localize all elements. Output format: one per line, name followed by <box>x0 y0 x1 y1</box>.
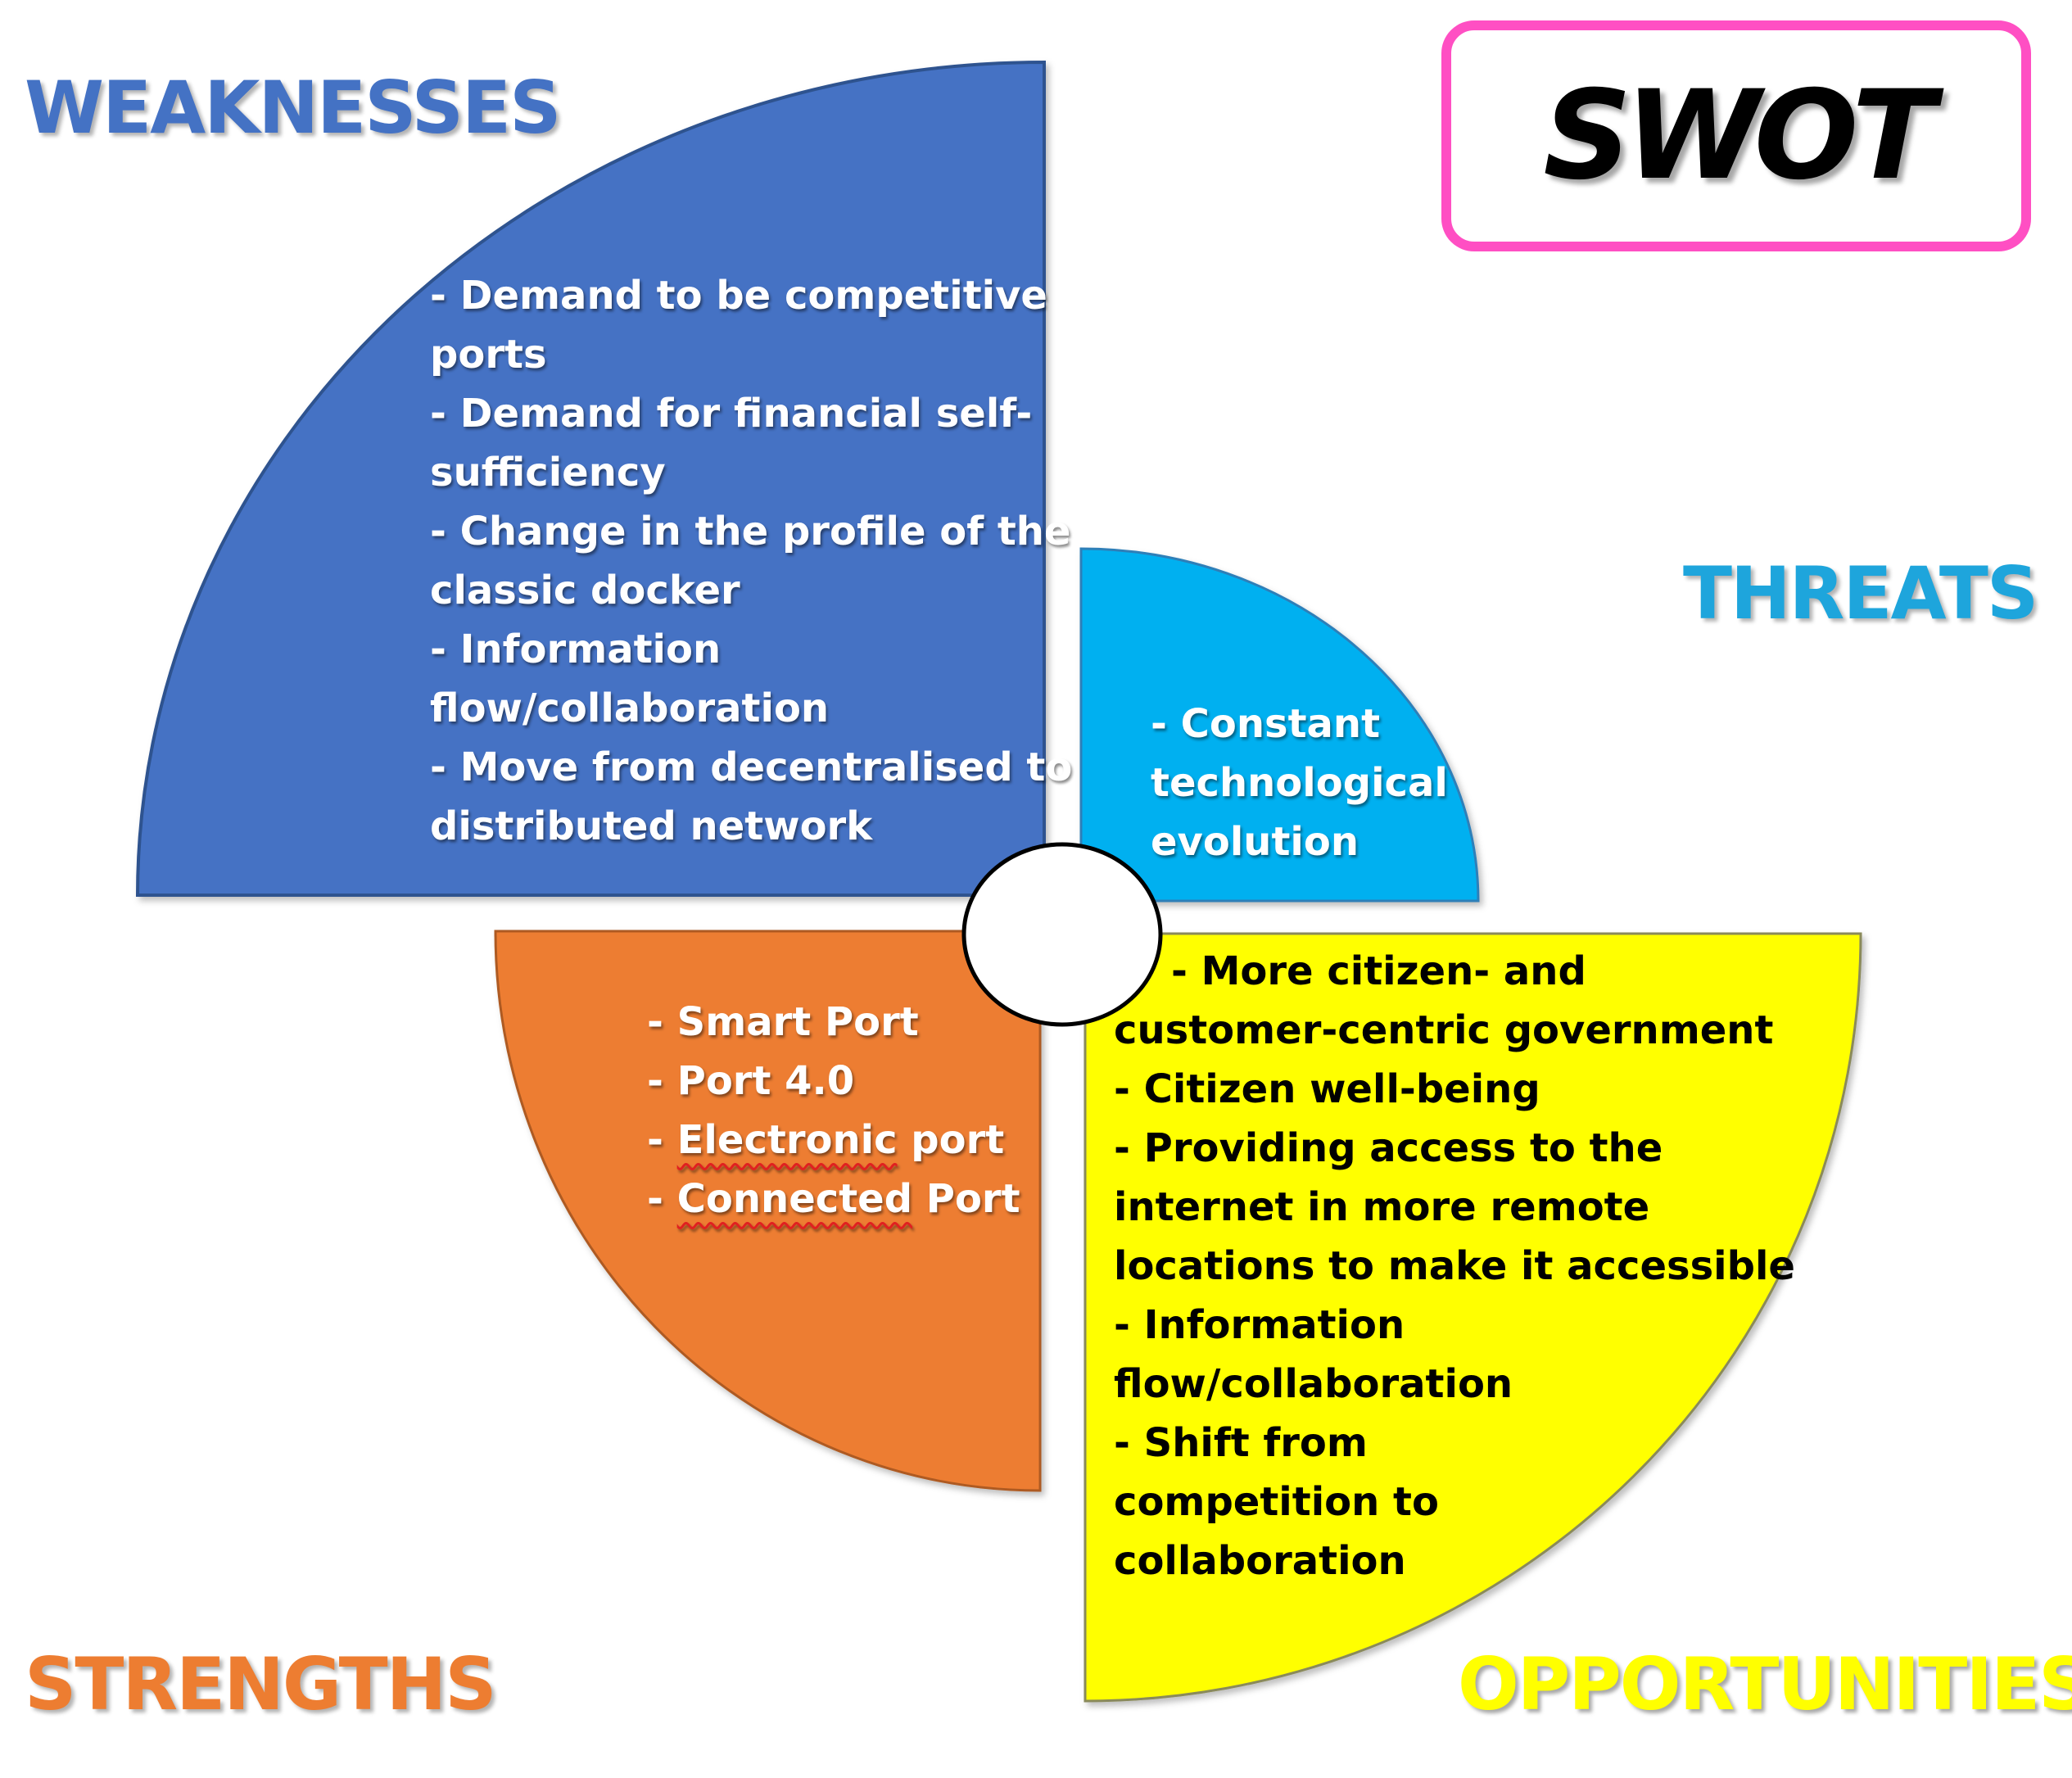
strengths-quadrant <box>494 930 1042 1492</box>
opportunities-quadrant <box>1084 932 1862 1703</box>
threats-line: evolution <box>1151 819 1359 865</box>
center-circle <box>961 842 1163 1027</box>
weaknesses-line: ports <box>430 332 547 378</box>
weaknesses-line: - Move from decentralised to <box>430 744 1073 790</box>
strengths-item: - Port 4.0 <box>647 1058 855 1104</box>
opportunities-line: - More citizen- and <box>1171 948 1586 994</box>
opportunities-line: customer-centric government <box>1114 1007 1774 1053</box>
strengths-item: - Connected Port <box>647 1176 1020 1222</box>
opportunities-heading: OPPORTUNITIES <box>1458 1642 2072 1726</box>
opportunities-line: - Providing access to the <box>1114 1125 1663 1171</box>
threats-text: - Constant technological evolution <box>1151 694 1448 871</box>
opportunities-line: locations to make it accessible <box>1114 1243 1795 1289</box>
weaknesses-heading: WEAKNESSES <box>25 66 562 150</box>
weaknesses-line: flow/collaboration <box>430 685 830 731</box>
weaknesses-text: - Demand to be competitive ports - Deman… <box>430 266 1072 856</box>
opportunities-line: - Shift from <box>1114 1420 1368 1466</box>
strengths-item: - Smart Port <box>647 999 919 1045</box>
weaknesses-line: sufficiency <box>430 450 666 495</box>
opportunities-text: - More citizen- and customer-centric gov… <box>1114 942 1795 1590</box>
weaknesses-line: - Demand to be competitive <box>430 273 1047 319</box>
threats-line: - Constant <box>1151 701 1381 747</box>
strengths-heading: STRENGTHS <box>25 1642 497 1726</box>
weaknesses-line: classic docker <box>430 568 740 613</box>
strengths-text: - Smart Port - Port 4.0 - Electronic por… <box>647 993 1020 1228</box>
opportunities-line: flow/collaboration <box>1114 1361 1513 1407</box>
opportunities-line: - Information <box>1114 1302 1405 1348</box>
opportunities-line: internet in more remote <box>1114 1184 1650 1230</box>
opportunities-line: collaboration <box>1114 1538 1406 1584</box>
threats-heading: THREATS <box>1683 551 2038 636</box>
weaknesses-quadrant <box>135 60 1046 897</box>
weaknesses-line: distributed network <box>430 803 873 849</box>
threats-quadrant <box>1079 547 1480 903</box>
opportunities-line: competition to <box>1114 1479 1439 1525</box>
threats-line: technological <box>1151 760 1448 806</box>
weaknesses-line: - Demand for financial self- <box>430 391 1033 437</box>
swot-title-box: SWOT <box>1441 20 2031 251</box>
swot-title: SWOT <box>1543 65 1935 207</box>
opportunities-line: - Citizen well-being <box>1114 1066 1540 1112</box>
weaknesses-line: - Information <box>430 627 722 672</box>
strengths-item: - Electronic port <box>647 1117 1005 1163</box>
weaknesses-line: - Change in the profile of the <box>430 509 1071 554</box>
